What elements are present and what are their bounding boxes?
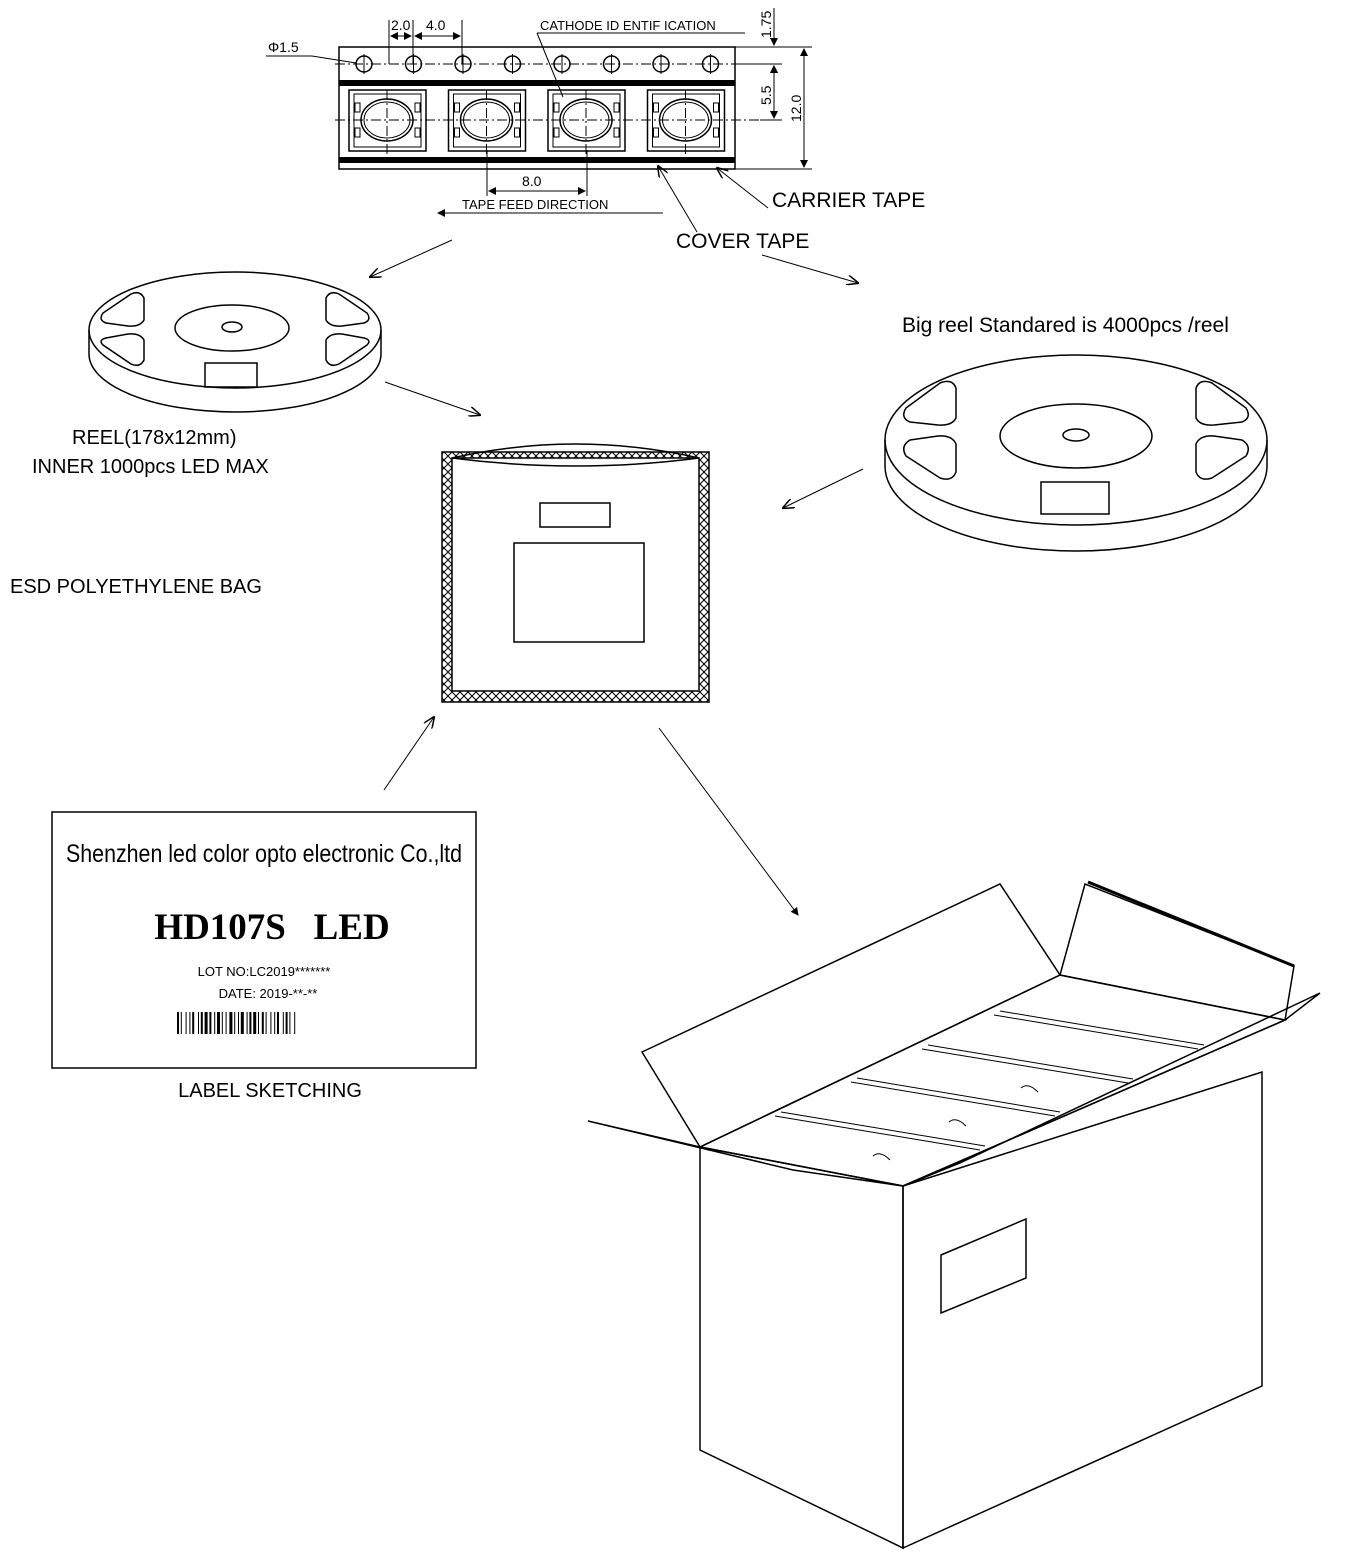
carton-right-flap — [902, 992, 1321, 1187]
esd-bag: ESD POLYETHYLENE BAG — [10, 443, 710, 703]
dim-2-0: 2.0 — [391, 17, 411, 33]
pockets — [348, 89, 726, 163]
cathode-label: CATHODE ID ENTIF ICATION — [540, 18, 716, 33]
tape-outline — [338, 46, 736, 170]
label-lot-no: LOT NO:LC2019******* — [198, 964, 331, 979]
label-date: DATE: 2019-**-** — [219, 986, 318, 1001]
big-reel-window-br — [1195, 435, 1249, 480]
small-reel-line2: INNER 1000pcs LED MAX — [32, 456, 269, 478]
big-reel-window-bl — [903, 435, 957, 480]
big-reel-label-area — [1040, 481, 1110, 515]
big-reel-caption: Big reel Standared is 4000pcs /reel — [902, 314, 1229, 337]
tape-top-band — [339, 80, 735, 86]
bag-caption: ESD POLYETHYLENE BAG — [10, 576, 262, 598]
phi-label: Φ1.5 — [268, 39, 299, 55]
big-reel-hub — [999, 403, 1153, 469]
big-reel: Big reel Standared is 4000pcs /reel — [884, 314, 1268, 552]
small-reel: REEL(178x12mm) INNER 1000pcs LED MAX — [32, 271, 382, 478]
small-reel-window-tr — [325, 291, 370, 327]
carrier-tape-label: CARRIER TAPE — [772, 189, 925, 212]
bag-seal-border — [441, 451, 710, 703]
dim-5-5: 5.5 — [758, 85, 774, 105]
tape-feed-direction: TAPE FEED DIRECTION — [462, 197, 608, 212]
dim-12-0: 12.0 — [788, 95, 804, 122]
small-reel-window-tl — [100, 291, 145, 327]
small-reel-window-bl — [100, 333, 145, 367]
big-reel-spindle — [1062, 428, 1090, 442]
flow-arrows — [370, 239, 864, 916]
bag-opening — [451, 443, 700, 467]
bag-small-label — [539, 502, 611, 528]
dim-4-0: 4.0 — [426, 17, 446, 33]
carton-opening — [697, 974, 1288, 1187]
dim-1-75: 1.75 — [758, 11, 774, 38]
label-product: HD107S LED — [154, 907, 389, 948]
small-reel-label-area — [204, 362, 258, 388]
carton-front-face — [699, 1146, 904, 1550]
small-reel-rim — [88, 330, 382, 413]
bag-main-label — [513, 542, 645, 643]
label-caption: LABEL SKETCHING — [178, 1080, 362, 1102]
carton-label — [940, 1217, 1027, 1315]
big-reel-face — [884, 354, 1268, 526]
tape-bottom-band — [339, 157, 735, 163]
small-reel-window-br — [325, 333, 370, 367]
barcode — [177, 1012, 296, 1034]
big-reel-window-tl — [903, 380, 957, 426]
big-reel-rim — [884, 440, 1268, 552]
small-reel-face — [88, 271, 382, 389]
product-label: Shenzhen led color opto electronic Co.,l… — [51, 811, 477, 1102]
label-company: Shenzhen led color opto electronic Co.,l… — [66, 840, 462, 868]
carton-box — [587, 880, 1321, 1550]
big-reel-window-tr — [1195, 380, 1249, 426]
small-reel-spindle — [221, 321, 243, 333]
dim-8-0: 8.0 — [522, 173, 542, 189]
cover-tape-label: COVER TAPE — [676, 230, 809, 253]
small-reel-line1: REEL(178x12mm) — [72, 427, 237, 449]
label-card — [51, 811, 477, 1069]
small-reel-hub — [174, 304, 290, 352]
carrier-tape-drawing: Φ1.5 2.0 4.0 CATHODE ID ENTIF ICATION 1.… — [266, 8, 925, 253]
carton-side-face — [902, 1070, 1263, 1550]
sprocket-holes — [355, 54, 720, 74]
